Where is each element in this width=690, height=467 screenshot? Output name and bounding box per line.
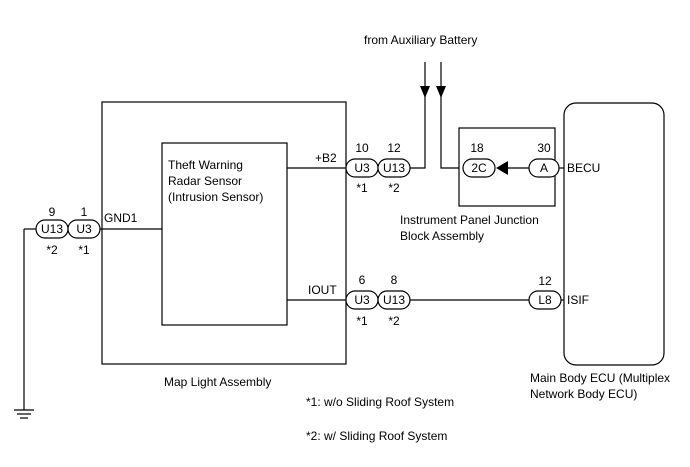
- connector-u3-ground: [67, 219, 101, 239]
- connector-2c-name: 2C: [471, 161, 487, 175]
- ecu-title-line-1: Main Body ECU (Multiplex: [530, 371, 670, 385]
- connector-u13-b2-name: U13: [383, 161, 405, 175]
- connector-l8-name: L8: [538, 293, 552, 307]
- map-light-title: Map Light Assembly: [164, 375, 271, 389]
- connector-u3-iout-pin: 6: [359, 273, 366, 287]
- pin-isif-label: ISIF: [567, 293, 589, 307]
- connector-u13-ground-name: U13: [41, 222, 63, 236]
- sensor-name-line-3: (Intrusion Sensor): [168, 190, 263, 204]
- connector-a-pin: 30: [537, 141, 551, 155]
- junction-block-title-line-1: Instrument Panel Junction: [400, 213, 539, 227]
- connector-u3-ground-note: *1: [78, 243, 90, 257]
- pin-iout-label: IOUT: [308, 283, 337, 297]
- junction-block-title-line-2: Block Assembly: [400, 229, 484, 243]
- wire-battery-to-junction: [440, 62, 459, 169]
- footnote-2: *2: w/ Sliding Roof System: [306, 429, 447, 443]
- connector-u13-iout-pin: 8: [391, 273, 398, 287]
- ground-icon: [14, 409, 34, 419]
- sensor-name-line-1: Theft Warning: [168, 158, 243, 172]
- connector-u3-ground-name: U3: [76, 222, 92, 236]
- connector-2c: [462, 158, 496, 178]
- pin-becu-label: BECU: [567, 161, 600, 175]
- connector-u3-b2-pin: 10: [355, 141, 369, 155]
- connector-a-name: A: [540, 161, 548, 175]
- ecu-title-line-2: Network Body ECU): [530, 387, 637, 401]
- connector-u13-iout-name: U13: [383, 293, 405, 307]
- connector-u13-ground-pin: 9: [49, 205, 56, 219]
- main-body-ecu-box: [563, 102, 665, 366]
- connector-2c-pin: 18: [470, 141, 484, 155]
- sensor-name-line-2: Radar Sensor: [168, 174, 242, 188]
- connector-u3-b2-note: *1: [356, 181, 368, 195]
- connector-u13-iout-note: *2: [388, 314, 400, 328]
- radar-sensor-box: [161, 142, 288, 326]
- connector-u3-iout-name: U3: [354, 293, 370, 307]
- connector-u13-b2-note: *2: [388, 181, 400, 195]
- arrow-battery-left: [420, 86, 430, 98]
- connector-u3-ground-pin: 1: [81, 205, 88, 219]
- pin-b2-label: +B2: [315, 151, 337, 165]
- footnote-1: *1: w/o Sliding Roof System: [306, 395, 454, 409]
- top-label: from Auxiliary Battery: [364, 33, 477, 47]
- connector-u13-b2-pin: 12: [387, 141, 401, 155]
- arrow-internal-2c: [496, 161, 508, 175]
- arrow-battery-right: [436, 86, 446, 98]
- connector-u3-b2-name: U3: [354, 161, 370, 175]
- connector-l8-pin: 12: [538, 274, 552, 288]
- connector-u13-ground-note: *2: [46, 243, 58, 257]
- connector-u3-iout-note: *1: [356, 314, 368, 328]
- pin-gnd1-label: GND1: [104, 211, 138, 225]
- wire-b2-to-battery: [410, 62, 426, 169]
